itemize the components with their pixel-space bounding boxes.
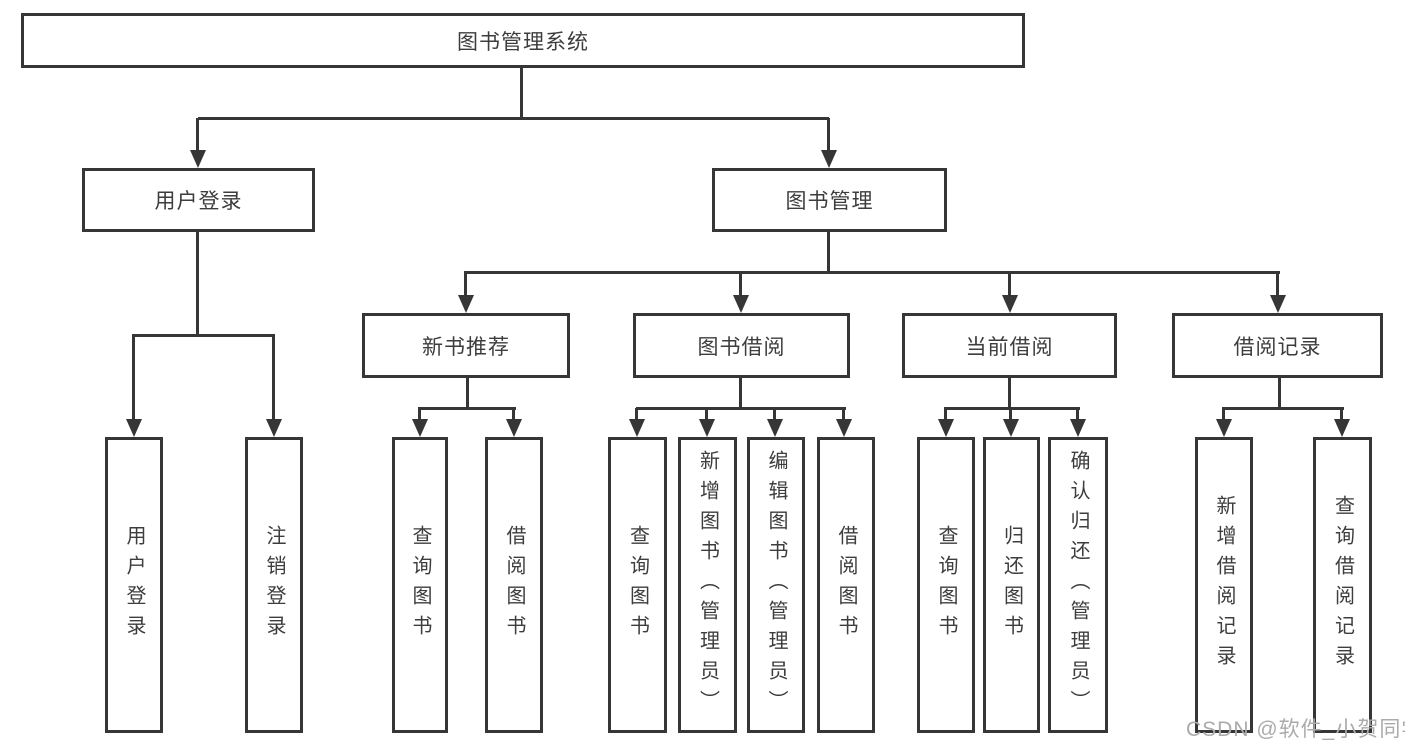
leaf-borrow-books-borrow-label: 借阅图书 [835, 525, 857, 645]
connector-line [196, 118, 199, 152]
leaf-query-books-borrow-label: 查询图书 [626, 525, 649, 645]
connector-line [739, 378, 742, 408]
connector-line [198, 117, 829, 120]
node-user-login: 用户登录 [82, 168, 315, 232]
connector-line [1008, 378, 1011, 408]
connector-line [944, 408, 947, 420]
connector-line [1340, 408, 1343, 420]
arrowhead-down-icon [733, 295, 749, 313]
arrowhead-down-icon [1070, 419, 1086, 437]
connector-line [842, 408, 845, 420]
connector-line [418, 408, 421, 420]
leaf-borrow-books-recommend: 借阅图书 [485, 437, 543, 733]
leaf-user-login: 用户登录 [105, 437, 163, 733]
node-borrow-records-label: 借阅记录 [1233, 335, 1322, 359]
leaf-add-borrow-record-label: 新增借阅记录 [1213, 495, 1235, 675]
connector-line [132, 334, 275, 337]
connector-line [739, 272, 742, 296]
arrowhead-down-icon [629, 419, 645, 437]
node-new-book-recommend-label: 新书推荐 [422, 335, 510, 359]
arrowhead-down-icon [836, 419, 852, 437]
leaf-query-books-borrow: 查询图书 [608, 437, 667, 733]
connector-line [464, 272, 467, 296]
leaf-borrow-books-borrow: 借阅图书 [817, 437, 875, 733]
leaf-query-borrow-record-label: 查询借阅记录 [1331, 495, 1354, 675]
leaf-add-book-admin-label: 新增图书（管理员） [696, 450, 719, 720]
connector-line [464, 271, 1280, 274]
arrowhead-down-icon [190, 150, 206, 168]
connector-line [520, 68, 523, 118]
leaf-query-books-recommend-label: 查询图书 [409, 525, 431, 645]
connector-line [418, 407, 516, 410]
arrowhead-down-icon [1002, 295, 1018, 313]
node-root-label: 图书管理系统 [457, 30, 589, 54]
leaf-logout-label: 注销登录 [263, 525, 285, 645]
leaf-add-book-admin: 新增图书（管理员） [678, 437, 737, 733]
leaf-query-books-current-label: 查询图书 [935, 525, 957, 645]
leaf-return-books: 归还图书 [983, 437, 1040, 733]
arrowhead-down-icon [458, 295, 474, 313]
node-book-borrow-label: 图书借阅 [697, 335, 786, 359]
connector-line [1008, 272, 1011, 296]
node-borrow-records: 借阅记录 [1172, 313, 1383, 378]
connector-line [944, 407, 1080, 410]
connector-line [827, 232, 830, 272]
leaf-edit-book-admin-label: 编辑图书（管理员） [765, 450, 787, 720]
leaf-logout: 注销登录 [245, 437, 303, 733]
leaf-confirm-return-admin: 确认归还（管理员） [1048, 437, 1108, 733]
arrowhead-down-icon [1270, 295, 1286, 313]
arrowhead-down-icon [1003, 419, 1019, 437]
leaf-query-borrow-record: 查询借阅记录 [1313, 437, 1372, 733]
arrowhead-down-icon [126, 419, 142, 437]
connector-line [635, 408, 638, 420]
connector-line [1222, 407, 1344, 410]
connector-line [272, 335, 275, 420]
connector-line [636, 407, 846, 410]
connector-line [1276, 272, 1279, 296]
connector-line [705, 408, 708, 420]
node-current-borrow: 当前借阅 [902, 313, 1117, 378]
connector-line [1278, 378, 1281, 408]
connector-line [1222, 408, 1225, 420]
node-current-borrow-label: 当前借阅 [965, 335, 1054, 359]
connector-line [827, 118, 830, 152]
node-book-borrow: 图书借阅 [633, 313, 850, 378]
leaf-confirm-return-admin-label: 确认归还（管理员） [1067, 450, 1089, 720]
connector-line [512, 408, 515, 420]
arrowhead-down-icon [1216, 419, 1232, 437]
connector-line [1009, 408, 1012, 420]
connector-line [773, 408, 776, 420]
connector-line [466, 378, 469, 408]
arrowhead-down-icon [266, 419, 282, 437]
arrowhead-down-icon [938, 419, 954, 437]
node-root: 图书管理系统 [21, 13, 1025, 68]
connector-line [196, 232, 199, 335]
node-user-login-label: 用户登录 [154, 190, 243, 213]
node-new-book-recommend: 新书推荐 [362, 313, 570, 378]
connector-line [132, 335, 135, 420]
connector-line [1076, 408, 1079, 420]
node-book-management-label: 图书管理 [785, 190, 874, 213]
arrowhead-down-icon [767, 419, 783, 437]
watermark: CSDN @软件_小贺同学 [1186, 718, 1405, 741]
leaf-borrow-books-recommend-label: 借阅图书 [503, 525, 525, 645]
arrowhead-down-icon [1334, 419, 1350, 437]
leaf-edit-book-admin: 编辑图书（管理员） [747, 437, 805, 733]
leaf-query-books-recommend: 查询图书 [392, 437, 448, 733]
leaf-query-books-current: 查询图书 [917, 437, 975, 733]
leaf-user-login-label: 用户登录 [123, 525, 145, 645]
node-book-management: 图书管理 [712, 168, 947, 232]
arrowhead-down-icon [412, 419, 428, 437]
arrowhead-down-icon [699, 419, 715, 437]
arrowhead-down-icon [821, 150, 837, 168]
leaf-return-books-label: 归还图书 [1000, 525, 1023, 645]
leaf-add-borrow-record: 新增借阅记录 [1195, 437, 1253, 733]
arrowhead-down-icon [506, 419, 522, 437]
